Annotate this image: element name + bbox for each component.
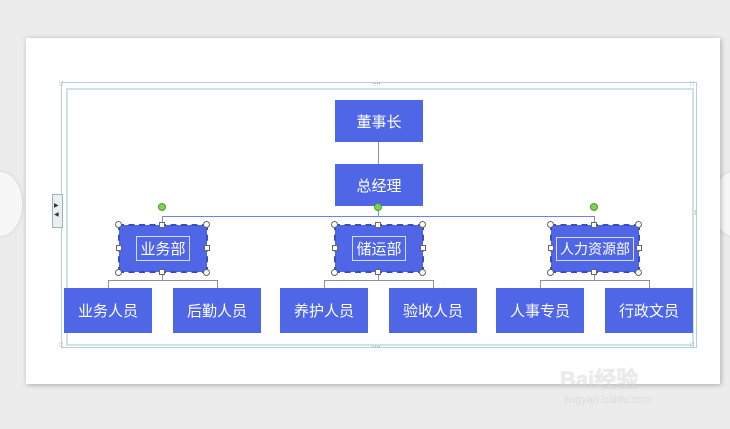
connector-line — [649, 280, 650, 288]
department-label: 业务部 — [136, 236, 190, 261]
resize-handle[interactable] — [636, 245, 642, 251]
department-label: 人力资源部 — [556, 236, 634, 261]
resize-handle[interactable] — [547, 269, 554, 276]
resize-handle[interactable] — [591, 269, 597, 275]
staff-label: 验收人员 — [402, 302, 463, 320]
resize-handle[interactable] — [419, 221, 426, 228]
resize-handle[interactable] — [635, 221, 642, 228]
staff-box[interactable]: 业务人员 — [64, 288, 152, 333]
general-manager-label: 总经理 — [356, 176, 402, 195]
chairman-label: 董事长 — [356, 112, 402, 131]
connector-line — [217, 280, 218, 288]
frame-edge-handle[interactable]: ⁞ — [694, 209, 697, 217]
frame-corner-handle[interactable]: ∷ — [59, 80, 64, 88]
chairman-box[interactable]: 董事长 — [335, 100, 423, 142]
rotate-handle[interactable] — [590, 203, 598, 211]
staff-label: 后勤人员 — [186, 302, 247, 320]
connector-line — [540, 280, 541, 288]
staff-box[interactable]: 后勤人员 — [173, 288, 261, 333]
department-box-business[interactable]: 业务部 — [118, 224, 208, 273]
staff-box[interactable]: 养护人员 — [280, 288, 368, 333]
connector-line — [594, 216, 595, 224]
rotate-handle[interactable] — [158, 203, 166, 211]
resize-handle[interactable] — [159, 269, 165, 275]
smartart-inner-frame — [66, 88, 694, 346]
previous-slide-button[interactable] — [0, 172, 22, 236]
resize-handle[interactable] — [635, 269, 642, 276]
connector-line — [324, 280, 325, 288]
watermark-url: jingyan.baidu.com — [564, 394, 653, 406]
connector-line — [162, 216, 163, 224]
connector-line — [108, 280, 218, 281]
resize-handle[interactable] — [331, 269, 338, 276]
frame-corner-handle[interactable]: ∷ — [690, 341, 695, 349]
frame-corner-handle[interactable]: ∷ — [690, 80, 695, 88]
connector-line — [594, 273, 595, 281]
resize-handle[interactable] — [331, 221, 338, 228]
frame-edge-handle[interactable]: ···· — [372, 343, 381, 351]
expand-left-icon: ◀ — [54, 211, 59, 218]
frame-corner-handle[interactable]: ∷ — [59, 341, 64, 349]
staff-box[interactable]: 人事专员 — [496, 288, 584, 333]
connector-line — [378, 205, 379, 217]
resize-handle[interactable] — [115, 221, 122, 228]
baidu-watermark-logo: Bai经验 jingyan.baidu.com — [560, 352, 720, 412]
resize-handle[interactable] — [203, 221, 210, 228]
expand-left-icon: ▶ — [54, 202, 59, 209]
staff-label: 养护人员 — [293, 302, 354, 320]
connector-line — [540, 280, 650, 281]
resize-handle[interactable] — [547, 221, 554, 228]
resize-handle[interactable] — [375, 269, 381, 275]
text-pane-toggle[interactable]: ▶ ◀ — [52, 194, 63, 228]
resize-handle[interactable] — [159, 222, 165, 228]
resize-handle[interactable] — [591, 222, 597, 228]
connector-line — [378, 142, 379, 164]
department-box-hr[interactable]: 人力资源部 — [550, 224, 640, 273]
resize-handle[interactable] — [332, 245, 338, 251]
staff-box[interactable]: 行政文员 — [605, 288, 693, 333]
department-label: 储运部 — [352, 236, 406, 261]
resize-handle[interactable] — [548, 245, 554, 251]
slide-canvas: ∷ ∷ ∷ ∷ ···· ···· ⁞ ▶ ◀ 董事长 总经理 业务部 储运部 … — [26, 38, 720, 384]
connector-line — [162, 216, 595, 217]
resize-handle[interactable] — [116, 245, 122, 251]
connector-line — [324, 280, 434, 281]
watermark-brand: Bai经验 — [560, 367, 639, 392]
resize-handle[interactable] — [375, 222, 381, 228]
rotate-handle[interactable] — [374, 203, 382, 211]
connector-line — [378, 273, 379, 281]
connector-line — [108, 280, 109, 288]
general-manager-box[interactable]: 总经理 — [335, 164, 423, 206]
staff-label: 行政文员 — [618, 302, 679, 320]
frame-edge-handle[interactable]: ···· — [372, 80, 381, 88]
connector-line — [433, 280, 434, 288]
resize-handle[interactable] — [420, 245, 426, 251]
resize-handle[interactable] — [203, 269, 210, 276]
connector-line — [162, 273, 163, 281]
staff-label: 业务人员 — [77, 302, 138, 320]
resize-handle[interactable] — [115, 269, 122, 276]
staff-label: 人事专员 — [509, 302, 570, 320]
department-box-logistics[interactable]: 储运部 — [334, 224, 424, 273]
staff-box[interactable]: 验收人员 — [389, 288, 477, 333]
resize-handle[interactable] — [204, 245, 210, 251]
resize-handle[interactable] — [419, 269, 426, 276]
